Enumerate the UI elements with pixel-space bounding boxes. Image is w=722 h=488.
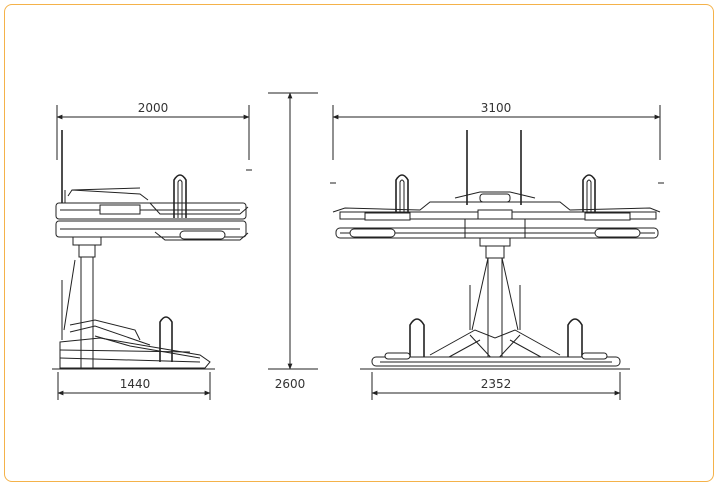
lower-rack-front <box>360 285 630 370</box>
drawing-frame <box>4 4 714 482</box>
upper-platform-side <box>55 130 252 241</box>
lower-rack-side <box>52 259 215 370</box>
front-view: 3100 <box>330 101 664 400</box>
dimension-side-base: 1440 <box>57 372 211 400</box>
dim-label-front-base: 2352 <box>481 377 512 391</box>
dimension-side-top: 2000 <box>56 101 250 160</box>
dimension-height: 2600 <box>268 92 318 391</box>
dim-label-height: 2600 <box>275 377 306 391</box>
dim-label-front-top: 3100 <box>481 101 512 115</box>
dim-label-side-base: 1440 <box>120 377 151 391</box>
dimension-front-top: 3100 <box>332 101 661 160</box>
upper-platform-front <box>330 174 664 239</box>
column-side <box>72 236 102 370</box>
side-view: 2000 <box>52 101 252 400</box>
dim-label-side-top: 2000 <box>138 101 169 115</box>
dimension-front-base: 2352 <box>371 372 621 400</box>
